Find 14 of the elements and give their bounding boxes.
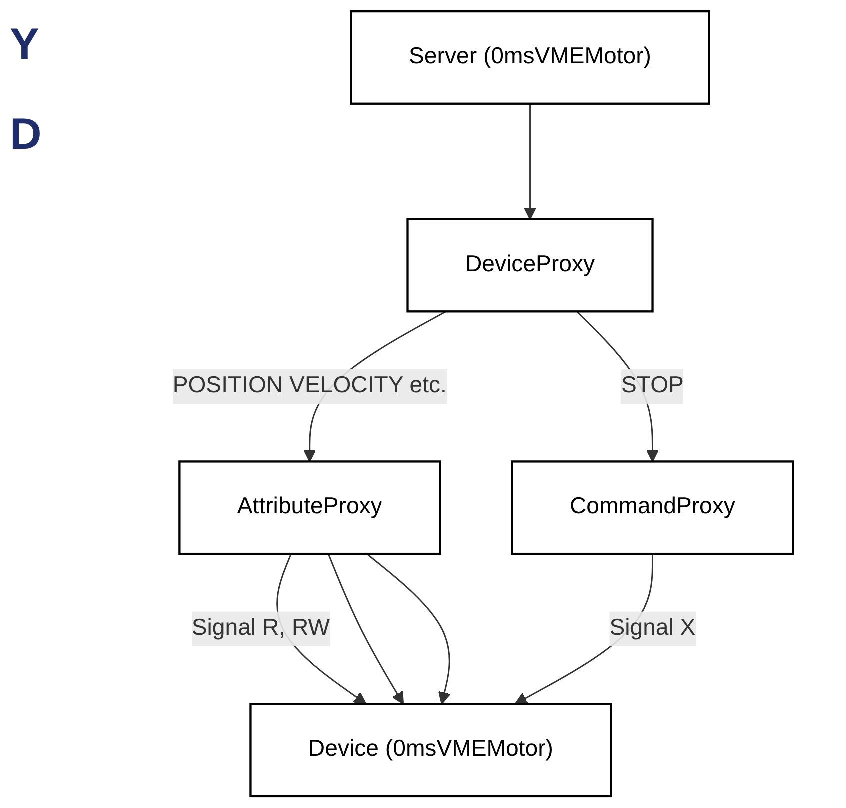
- arrow: [366, 554, 451, 705]
- node-box: CommandProxy: [511, 460, 794, 556]
- edge-label: Signal R, RW: [192, 616, 330, 641]
- heading-fragment: D: [10, 110, 43, 160]
- node-box: Server (0msVMEMotor): [350, 10, 710, 105]
- edge-label: STOP: [621, 374, 684, 398]
- arrow: [328, 554, 404, 705]
- node-box: DeviceProxy: [406, 218, 654, 313]
- arrow: [524, 104, 537, 220]
- node-box: Device (0msVMEMotor): [250, 703, 612, 798]
- edge-label: Signal X: [610, 616, 696, 641]
- node-box: AttributeProxy: [178, 460, 442, 556]
- heading-fragment: Y: [10, 20, 40, 70]
- edge-label: POSITION VELOCITY etc.: [172, 374, 447, 398]
